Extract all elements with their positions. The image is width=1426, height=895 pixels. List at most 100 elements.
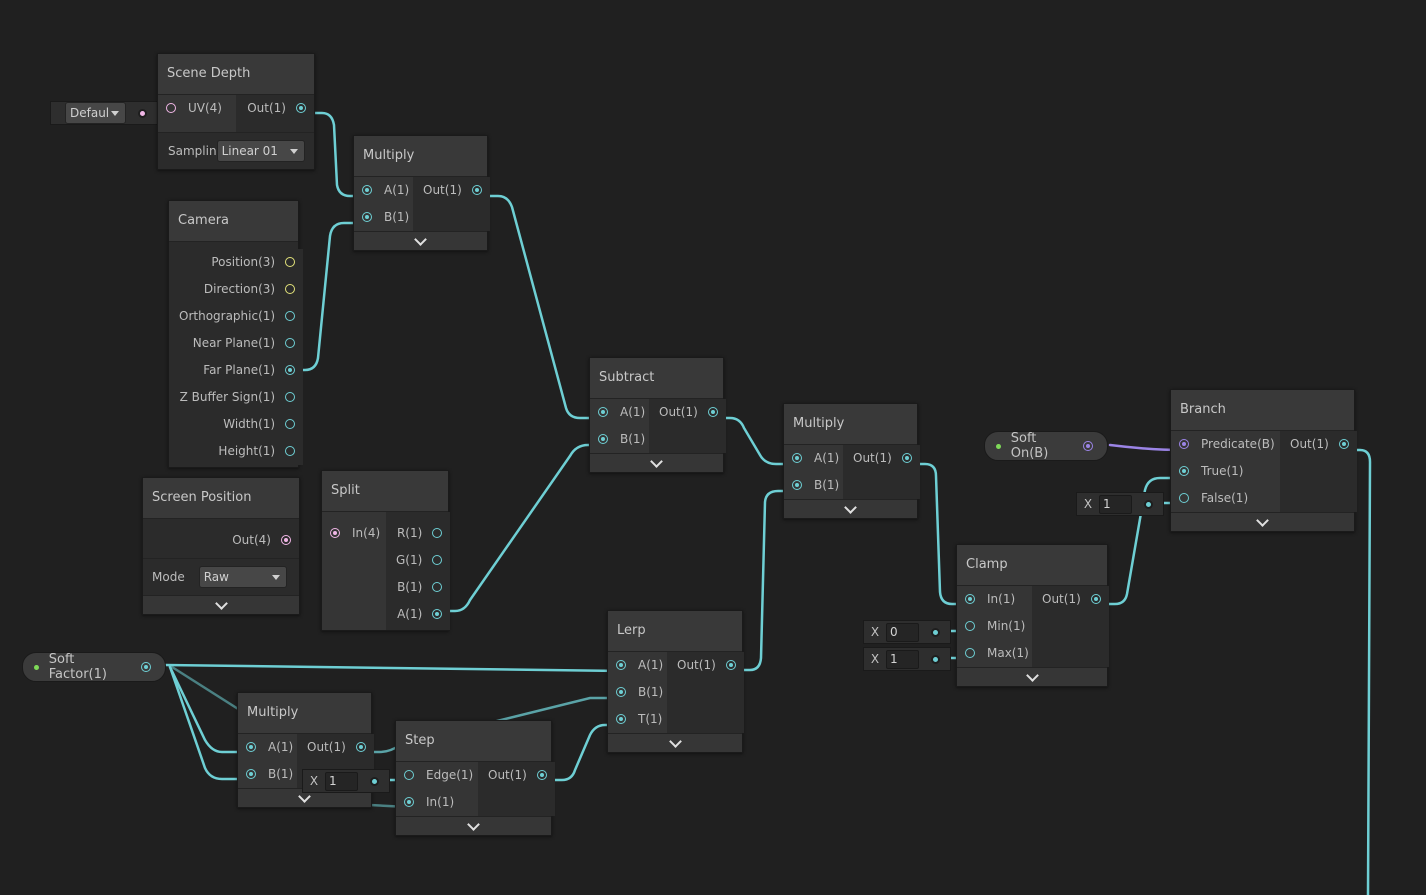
field-port[interactable]: [370, 776, 379, 786]
port-dot[interactable]: [432, 528, 443, 538]
port-edge[interactable]: Edge(1): [396, 762, 478, 789]
port-dot[interactable]: [362, 185, 372, 195]
port-dot[interactable]: [285, 446, 296, 456]
port-dot[interactable]: [1179, 493, 1189, 503]
expand-button[interactable]: [784, 499, 917, 518]
port-dot[interactable]: [598, 434, 608, 444]
port-dot[interactable]: [707, 407, 718, 417]
node-multiply-top[interactable]: Multiply A(1) B(1) Out(1): [353, 135, 490, 251]
expand-button[interactable]: [957, 667, 1107, 686]
port-direction[interactable]: Direction(3): [169, 276, 303, 303]
port-dot[interactable]: [536, 770, 547, 780]
port-dot[interactable]: [285, 311, 296, 321]
expand-button[interactable]: [354, 231, 487, 250]
port-in[interactable]: In(1): [957, 586, 1032, 613]
max-value-input[interactable]: 1: [886, 649, 919, 669]
port-dot[interactable]: [471, 185, 482, 195]
node-scene-depth[interactable]: Scene Depth UV(4) Out(1) Samplin Linear …: [157, 53, 315, 170]
port-dot[interactable]: [792, 480, 802, 490]
port-dot[interactable]: [246, 742, 256, 752]
port-dot[interactable]: [1179, 466, 1189, 476]
port-dot[interactable]: [404, 770, 414, 780]
port-out[interactable]: Out(1): [843, 445, 920, 472]
node-clamp[interactable]: Clamp In(1) Min(1) Max(1) Out(1): [956, 544, 1109, 687]
port-out[interactable]: Out(1): [649, 399, 726, 426]
port-r[interactable]: R(1): [386, 520, 450, 547]
port-out[interactable]: Out(1): [413, 177, 490, 204]
port-dot[interactable]: [616, 687, 626, 697]
port-dot[interactable]: [362, 212, 372, 222]
min-value-input[interactable]: 0: [886, 622, 919, 642]
sampling-dropdown[interactable]: Linear 01: [216, 140, 305, 162]
port-dot[interactable]: [355, 742, 366, 752]
uv-channel-dropdown[interactable]: Defaul: [65, 102, 127, 124]
port-in[interactable]: In(1): [396, 789, 478, 816]
port-dot[interactable]: [901, 453, 912, 463]
port-dot[interactable]: [792, 453, 802, 463]
port-a[interactable]: A(1): [590, 399, 649, 426]
port-dot[interactable]: [616, 714, 626, 724]
port-out[interactable]: Out(1): [297, 734, 374, 761]
port-min[interactable]: Min(1): [957, 613, 1032, 640]
port-dot[interactable]: [404, 797, 414, 807]
node-camera[interactable]: Camera Position(3) Direction(3) Orthogra…: [168, 200, 304, 468]
uv-default-field[interactable]: Defaul: [50, 101, 158, 125]
port-b[interactable]: B(1): [354, 204, 413, 231]
port-out[interactable]: Out(1): [478, 762, 555, 789]
field-port[interactable]: [1144, 499, 1153, 509]
port-near-plane[interactable]: Near Plane(1): [169, 330, 303, 357]
port-dot[interactable]: [166, 103, 176, 113]
port-b[interactable]: B(1): [386, 574, 450, 601]
expand-button[interactable]: [590, 453, 723, 472]
port-position[interactable]: Position(3): [169, 249, 303, 276]
port-a[interactable]: A(1): [608, 652, 667, 679]
port-false[interactable]: False(1): [1171, 485, 1280, 512]
node-split[interactable]: Split In(4) R(1) G(1) B(1) A(1): [321, 470, 451, 631]
mode-dropdown[interactable]: Raw: [198, 566, 287, 588]
node-lerp[interactable]: Lerp A(1) B(1) T(1) Out(1): [607, 610, 744, 753]
port-b[interactable]: B(1): [608, 679, 667, 706]
port-dot[interactable]: [285, 419, 296, 429]
port-b[interactable]: B(1): [784, 472, 843, 499]
port-max[interactable]: Max(1): [957, 640, 1032, 667]
port-dot[interactable]: [246, 769, 256, 779]
port-out[interactable]: Out(4): [143, 527, 299, 554]
port-width[interactable]: Width(1): [169, 411, 303, 438]
port-dot[interactable]: [285, 392, 296, 402]
false-value-input[interactable]: 1: [1099, 494, 1132, 514]
property-port[interactable]: [1083, 441, 1093, 451]
node-step[interactable]: Step Edge(1) In(1) Out(1): [395, 720, 555, 836]
port-dot[interactable]: [285, 257, 296, 267]
expand-button[interactable]: [396, 816, 551, 835]
port-a[interactable]: A(1): [784, 445, 843, 472]
port-dot[interactable]: [725, 660, 736, 670]
port-dot[interactable]: [1338, 439, 1349, 449]
port-dot[interactable]: [285, 365, 296, 375]
property-soft-factor[interactable]: Soft Factor(1): [22, 652, 166, 682]
expand-button[interactable]: [608, 733, 742, 752]
port-b[interactable]: B(1): [590, 426, 649, 453]
uv-default-port[interactable]: [138, 108, 148, 118]
port-dot[interactable]: [281, 535, 291, 545]
field-port[interactable]: [931, 654, 940, 664]
port-true[interactable]: True(1): [1171, 458, 1280, 485]
node-screen-position[interactable]: Screen Position Out(4) Mode Raw: [142, 477, 300, 615]
port-z-buffer-sign[interactable]: Z Buffer Sign(1): [169, 384, 303, 411]
port-dot[interactable]: [285, 338, 296, 348]
field-port[interactable]: [931, 627, 940, 637]
port-b[interactable]: B(1): [238, 761, 297, 788]
port-out[interactable]: Out(1): [1032, 586, 1109, 613]
port-dot[interactable]: [1090, 594, 1101, 604]
port-a[interactable]: A(1): [354, 177, 413, 204]
port-dot[interactable]: [965, 648, 975, 658]
port-dot[interactable]: [285, 284, 296, 294]
port-dot[interactable]: [330, 528, 340, 538]
port-out[interactable]: Out(1): [1280, 431, 1357, 458]
clamp-max-field[interactable]: X 1: [863, 647, 951, 671]
port-g[interactable]: G(1): [386, 547, 450, 574]
node-branch[interactable]: Branch Predicate(B) True(1) False(1) Out…: [1170, 389, 1357, 532]
port-dot[interactable]: [432, 609, 443, 619]
port-dot[interactable]: [616, 660, 626, 670]
port-dot[interactable]: [965, 594, 975, 604]
port-dot[interactable]: [1179, 439, 1189, 449]
